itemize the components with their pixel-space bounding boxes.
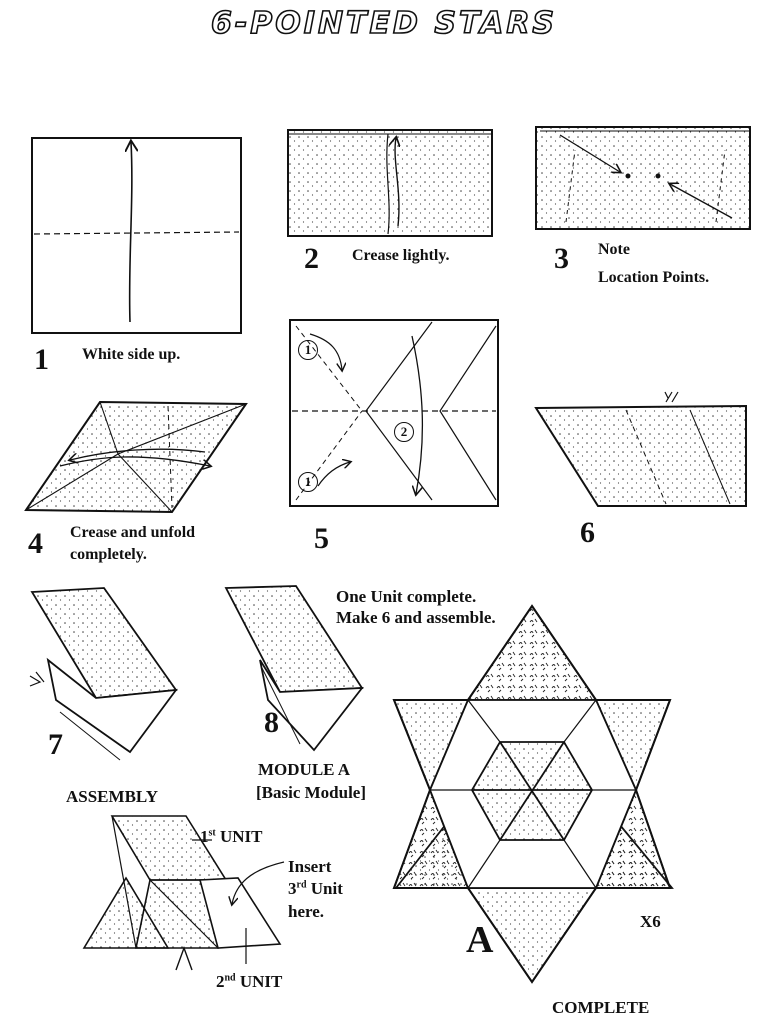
assembly-heading: ASSEMBLY (66, 787, 158, 806)
step-8-number: 8 (264, 706, 279, 739)
unit-note-line2: Make 6 and assemble. (336, 608, 496, 627)
step-2-number: 2 (304, 242, 319, 275)
step-1-diagram (31, 137, 242, 334)
module-a-label: MODULE A (258, 760, 351, 779)
star-diagram (392, 604, 674, 984)
step-2-diagram (287, 129, 493, 237)
step-3-diagram (535, 126, 751, 230)
star-multiplier: X6 (640, 912, 661, 931)
assembly-diagram (82, 815, 285, 971)
first-unit-label: 1st UNIT (200, 827, 263, 846)
step-1-number: 1 (34, 343, 49, 376)
step-4-diagram (24, 400, 248, 514)
fold-marker-1-bottom: 1 (298, 472, 318, 492)
fold-marker-2: 2 (394, 422, 414, 442)
step-7-diagram (29, 587, 178, 761)
page-title: 6-POINTED STARS (210, 5, 558, 42)
step-4-number: 4 (28, 527, 43, 560)
step-3-number: 3 (554, 242, 569, 275)
star-label-a: A (466, 919, 494, 961)
complete-caption: COMPLETE (552, 998, 650, 1017)
step-5-diagram (289, 319, 499, 507)
basic-module-label: [Basic Module] (256, 783, 367, 802)
step-4-caption-line1: Crease and unfold (70, 524, 196, 541)
fold-marker-1-top: 1 (298, 340, 318, 360)
insert-line2: 3rd Unit (288, 879, 343, 898)
step-1-caption: White side up. (82, 346, 181, 363)
step-4-caption-line2: completely. (70, 546, 147, 563)
step-3-caption-line1: Note (598, 241, 630, 258)
step-3-caption-line2: Location Points. (598, 269, 710, 286)
step-5-number: 5 (314, 522, 329, 555)
insert-line3: here. (288, 902, 325, 921)
step-6-diagram (534, 391, 747, 507)
unit-note-line1: One Unit complete. (336, 587, 477, 606)
step-8-diagram (224, 585, 364, 752)
step-6-number: 6 (580, 516, 595, 549)
second-unit-label: 2nd UNIT (216, 972, 283, 991)
step-2-caption: Crease lightly. (352, 247, 450, 264)
step-7-number: 7 (48, 728, 63, 761)
insert-line1: Insert (288, 857, 332, 876)
